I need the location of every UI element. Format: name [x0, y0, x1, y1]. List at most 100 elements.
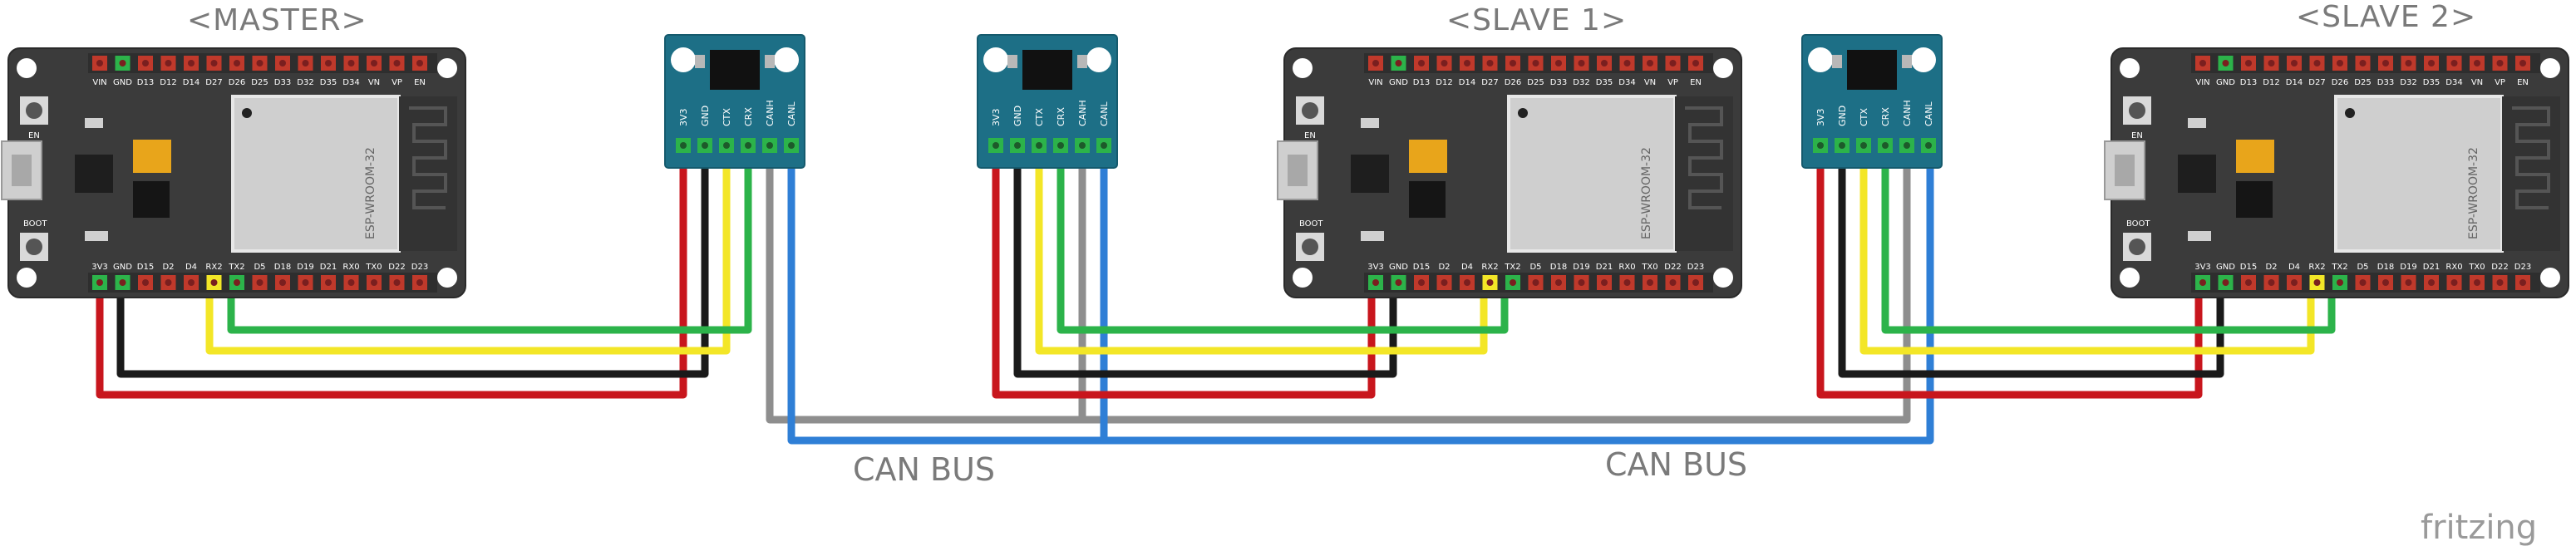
master-black-wire	[116, 141, 709, 378]
pin-hole	[1839, 142, 1845, 149]
pin-label: D23	[2514, 263, 2531, 272]
pin-hole	[1510, 279, 1516, 286]
pin-label: EN	[2517, 78, 2529, 87]
pin-hole	[2268, 279, 2275, 286]
pin-label: D13	[1413, 78, 1430, 87]
pin-label: TX0	[365, 263, 382, 272]
pin-label: D5	[2357, 263, 2368, 272]
pin-label: D25	[251, 78, 268, 87]
pin-label: RX0	[1618, 263, 1635, 272]
pin-label: D27	[2308, 78, 2325, 87]
pin-hole	[1057, 142, 1064, 149]
pin-hole	[2268, 60, 2275, 66]
pin-hole	[680, 142, 687, 149]
pin-hole	[1441, 60, 1448, 66]
pin-label: TX2	[2331, 263, 2347, 272]
pin-hole	[256, 279, 264, 286]
pin-hole	[1925, 142, 1932, 149]
pin-label: D21	[320, 263, 337, 272]
pin-label: D27	[1481, 78, 1498, 87]
pin-hole	[96, 279, 103, 286]
pin-label: VIN	[92, 78, 106, 87]
pin-hole	[1441, 279, 1448, 286]
pin-hole	[2382, 279, 2389, 286]
pin-label: TX2	[1504, 263, 1520, 272]
pin-label: D19	[1573, 263, 1589, 272]
pin-hole	[210, 60, 218, 66]
pin-label: EN	[1690, 78, 1702, 87]
wires	[96, 141, 2336, 445]
pin-hole	[1623, 60, 1631, 66]
pin-hole	[1395, 60, 1402, 66]
pin-label: D32	[297, 78, 313, 87]
pin-hole	[1601, 279, 1608, 286]
can-bus-label-right: CAN BUS	[1605, 446, 1748, 483]
pin-label: VP	[392, 78, 402, 87]
pin-label: D5	[1529, 263, 1541, 272]
master-green-wire	[227, 141, 752, 334]
pin-label: TX2	[228, 263, 244, 272]
pin-hole	[393, 60, 401, 66]
pin-label: D15	[2240, 263, 2257, 272]
pin-hole	[2450, 279, 2458, 286]
pin-hole	[1669, 279, 1677, 286]
pin-hole	[2313, 279, 2321, 286]
pin-label: VN	[1644, 78, 1656, 87]
master-title: <MASTER>	[187, 3, 367, 37]
pin-label: D33	[1550, 78, 1567, 87]
pin-label: D13	[137, 78, 154, 87]
pin-hole	[1904, 142, 1910, 149]
canh-bus-wire	[766, 141, 1911, 424]
slave2-title: <SLAVE 2>	[2296, 0, 2477, 34]
pin-hole	[1486, 60, 1494, 66]
pin-label: D14	[183, 78, 199, 87]
pin-hole	[1014, 142, 1021, 149]
pin-hole	[279, 279, 286, 286]
pin-label: D25	[1527, 78, 1544, 87]
pin-hole	[2313, 60, 2321, 66]
pin-hole	[1555, 60, 1562, 66]
pin-label: D13	[2240, 78, 2257, 87]
pin-label: D2	[2265, 263, 2277, 272]
en-button-label: EN	[1304, 131, 1316, 140]
pin-hole	[1079, 142, 1086, 149]
pin-hole	[2222, 279, 2229, 286]
pin-hole	[347, 60, 355, 66]
pin-hole	[788, 142, 795, 149]
pin-hole	[1372, 279, 1379, 286]
pin-hole	[2291, 279, 2298, 286]
pin-hole	[2428, 279, 2435, 286]
pin-hole	[2428, 60, 2435, 66]
pin-hole	[279, 60, 286, 66]
pin-label: D27	[205, 78, 222, 87]
pin-hole	[766, 142, 773, 149]
pin-hole	[188, 60, 195, 66]
pin-label: D2	[1438, 263, 1450, 272]
pin-label: D32	[1573, 78, 1589, 87]
pin-label: TX0	[1641, 263, 1657, 272]
pin-label: D21	[2423, 263, 2440, 272]
pin-hole	[1692, 279, 1699, 286]
pin-hole	[2337, 60, 2343, 66]
pin-label: D14	[2286, 78, 2303, 87]
pin-hole	[1036, 142, 1042, 149]
can-pin-label: CRX	[743, 107, 754, 126]
pin-hole	[142, 279, 149, 286]
pin-label: D18	[2377, 263, 2394, 272]
boot-button-label: BOOT	[2126, 219, 2150, 229]
pin-label: D22	[2491, 263, 2508, 272]
en-button-label: EN	[28, 131, 40, 140]
pin-hole	[119, 279, 126, 286]
canl-bus-wire	[787, 141, 1934, 445]
pin-hole	[302, 60, 309, 66]
pin-hole	[2199, 60, 2206, 66]
pin-hole	[1578, 279, 1585, 286]
pin-hole	[2291, 60, 2298, 66]
pin-label: VP	[2495, 78, 2505, 87]
pin-label: D32	[2400, 78, 2416, 87]
